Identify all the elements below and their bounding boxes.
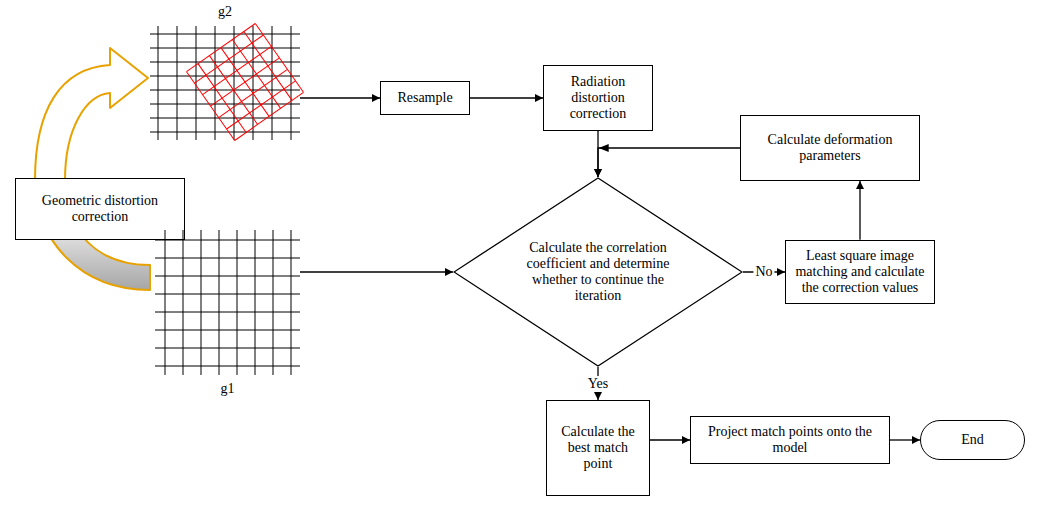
pixel-grid bbox=[155, 230, 300, 375]
process-box: Geometric distortion correction bbox=[15, 178, 185, 240]
flow-arrow bbox=[859, 181, 860, 240]
grid-line bbox=[155, 312, 300, 313]
grid-line bbox=[273, 230, 274, 375]
node-label: g2 bbox=[150, 4, 300, 20]
decision-diamond: Calculate the correlation coefficient an… bbox=[453, 177, 743, 367]
flow-arrow bbox=[598, 148, 740, 177]
flow-arrow bbox=[470, 97, 543, 98]
grid-line bbox=[291, 26, 292, 140]
flow-arrow bbox=[300, 97, 380, 98]
node-label: Calculate the correlation coefficient an… bbox=[518, 240, 678, 304]
flow-arrow bbox=[650, 439, 690, 440]
process-box: Least square image matching and calculat… bbox=[785, 240, 935, 304]
grid-line bbox=[155, 330, 300, 331]
grid-line bbox=[155, 366, 300, 367]
grid-line bbox=[158, 26, 159, 140]
node-label: End bbox=[961, 432, 984, 448]
resample-grid-line bbox=[235, 92, 304, 140]
grid-line bbox=[155, 258, 300, 259]
grid-line bbox=[150, 90, 300, 91]
grid-line bbox=[183, 230, 184, 375]
grid-line bbox=[155, 348, 300, 349]
process-box: Resample bbox=[380, 81, 470, 115]
node-label: Geometric distortion correction bbox=[22, 193, 178, 225]
node-label: Calculate the best match point bbox=[553, 424, 643, 472]
node-label: Resample bbox=[397, 90, 452, 106]
edge-label: Yes bbox=[586, 375, 610, 391]
grid-line bbox=[165, 230, 166, 375]
grid-line bbox=[196, 26, 197, 140]
pixel-grid bbox=[150, 26, 300, 140]
flow-arrow bbox=[890, 439, 920, 440]
node-label: Least square image matching and calculat… bbox=[792, 248, 928, 296]
terminal-box: End bbox=[920, 420, 1025, 460]
grid-line bbox=[155, 294, 300, 295]
curved-arrow bbox=[35, 48, 150, 290]
grid-line bbox=[272, 26, 273, 140]
edge-label: No bbox=[753, 264, 774, 280]
grid-line bbox=[155, 240, 300, 241]
grid-line bbox=[255, 230, 256, 375]
grid-line bbox=[150, 48, 300, 49]
grid-line bbox=[253, 26, 254, 140]
process-box: Radiation distortion correction bbox=[543, 65, 653, 131]
process-box: Calculate deformation parameters bbox=[740, 115, 920, 181]
grid-line bbox=[155, 276, 300, 277]
process-box: Project match points onto the model bbox=[690, 416, 890, 464]
resample-grid-line bbox=[255, 24, 303, 93]
image-grid: g1 bbox=[155, 230, 300, 375]
grid-line bbox=[150, 34, 300, 35]
node-label: Project match points onto the model bbox=[697, 424, 883, 456]
grid-line bbox=[177, 26, 178, 140]
grid-line bbox=[150, 132, 300, 133]
node-label: Radiation distortion correction bbox=[550, 74, 646, 122]
diamond-shape bbox=[454, 178, 742, 366]
image-grid: g2 bbox=[150, 26, 300, 140]
grid-line bbox=[219, 230, 220, 375]
node-label: Calculate deformation parameters bbox=[747, 132, 913, 164]
grid-line bbox=[291, 230, 292, 375]
merge-arrowhead bbox=[599, 144, 609, 152]
grid-line bbox=[201, 230, 202, 375]
process-box: Calculate the best match point bbox=[546, 400, 650, 496]
grid-line bbox=[215, 26, 216, 140]
flow-arrow bbox=[300, 271, 453, 272]
node-label: g1 bbox=[155, 381, 300, 397]
grid-line bbox=[150, 118, 300, 119]
grid-line bbox=[237, 230, 238, 375]
